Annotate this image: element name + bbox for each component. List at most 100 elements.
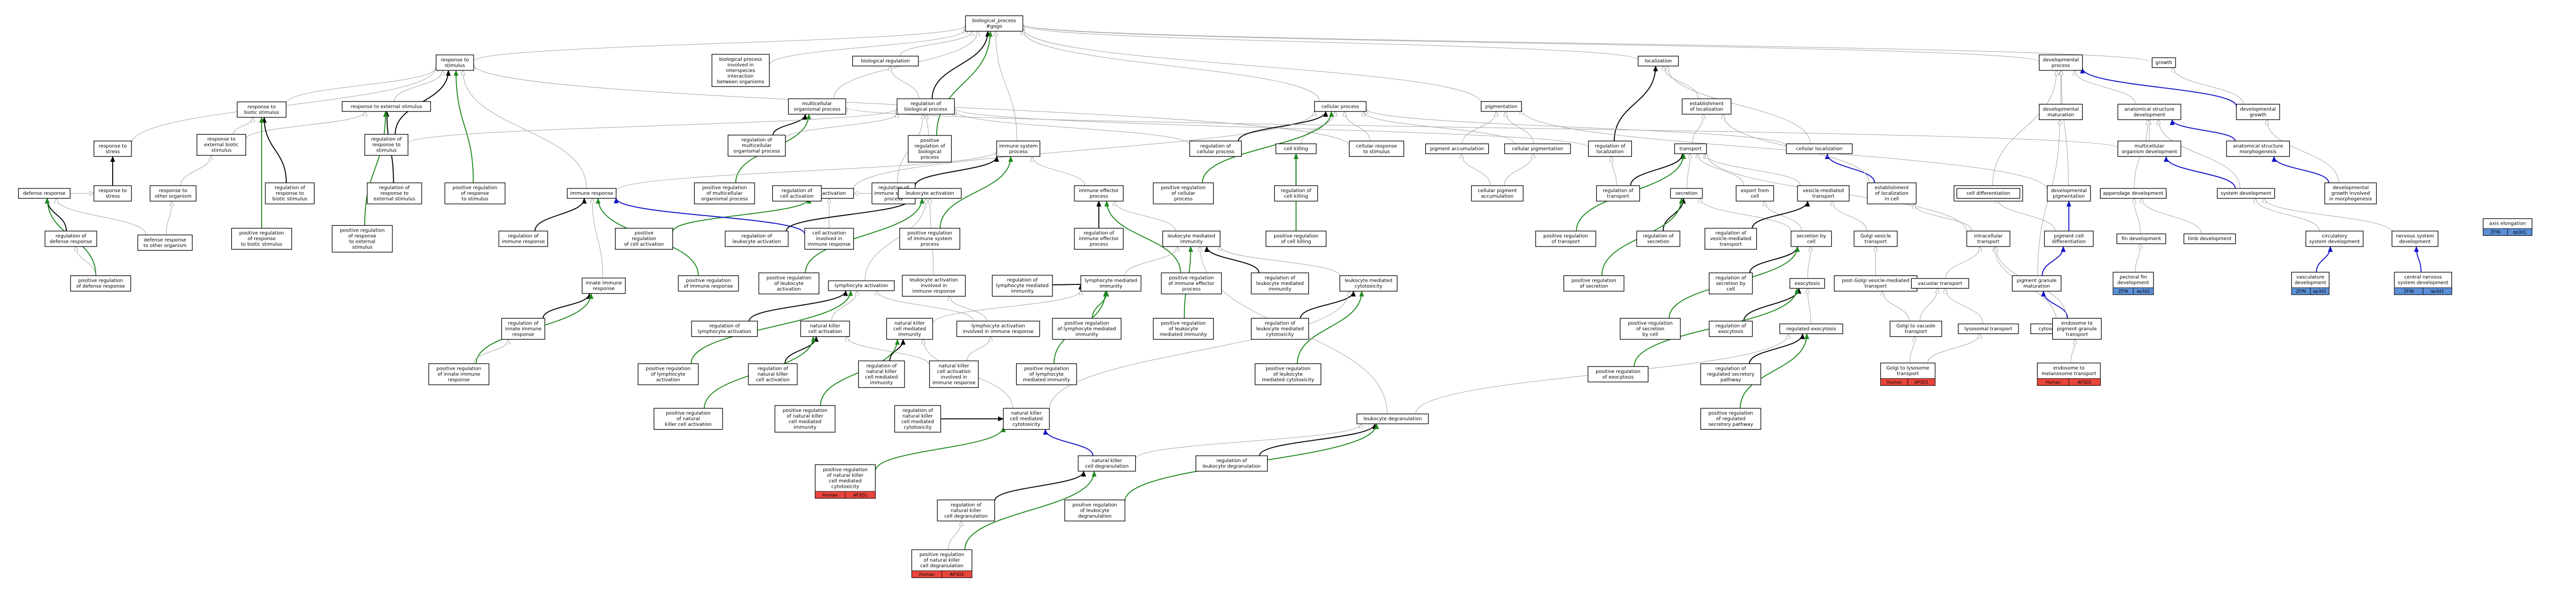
go-term-node[interactable]: regulated exocytosis xyxy=(1779,323,1843,335)
go-term-node[interactable]: fin development xyxy=(2116,233,2166,244)
go-term-node[interactable]: biological_process#gogo xyxy=(965,15,1024,32)
go-term-node[interactable]: transport xyxy=(1674,143,1707,154)
go-term-node[interactable]: response to external stimulus xyxy=(342,101,431,112)
go-term-node[interactable]: lymphocyte activation xyxy=(828,280,895,291)
go-term-node[interactable]: leukocyte degranulation xyxy=(1356,414,1429,424)
go-term-node[interactable]: cell differentiation xyxy=(1956,188,2021,199)
go-term-node[interactable]: secretion xyxy=(1670,188,1703,199)
go-term-node[interactable]: cellular pigmentation xyxy=(1504,143,1571,154)
go-term-node[interactable]: biological regulation xyxy=(852,55,919,67)
go-term-node[interactable]: immune response xyxy=(567,188,617,199)
go-term-node[interactable]: limb development xyxy=(2184,233,2236,244)
go-term-node[interactable]: localization xyxy=(1638,55,1679,67)
go-term-node[interactable]: system development xyxy=(2217,188,2275,199)
go-term-node[interactable]: defense response xyxy=(18,188,70,199)
go-term-node[interactable]: exocytosis xyxy=(1789,278,1825,289)
go-term-node[interactable]: cellular process xyxy=(1314,101,1366,112)
go-term-node[interactable]: pigmentation xyxy=(1481,101,1522,112)
go-term-node[interactable]: cell killing xyxy=(1275,143,1317,154)
go-term-node[interactable]: growth xyxy=(2151,57,2176,68)
